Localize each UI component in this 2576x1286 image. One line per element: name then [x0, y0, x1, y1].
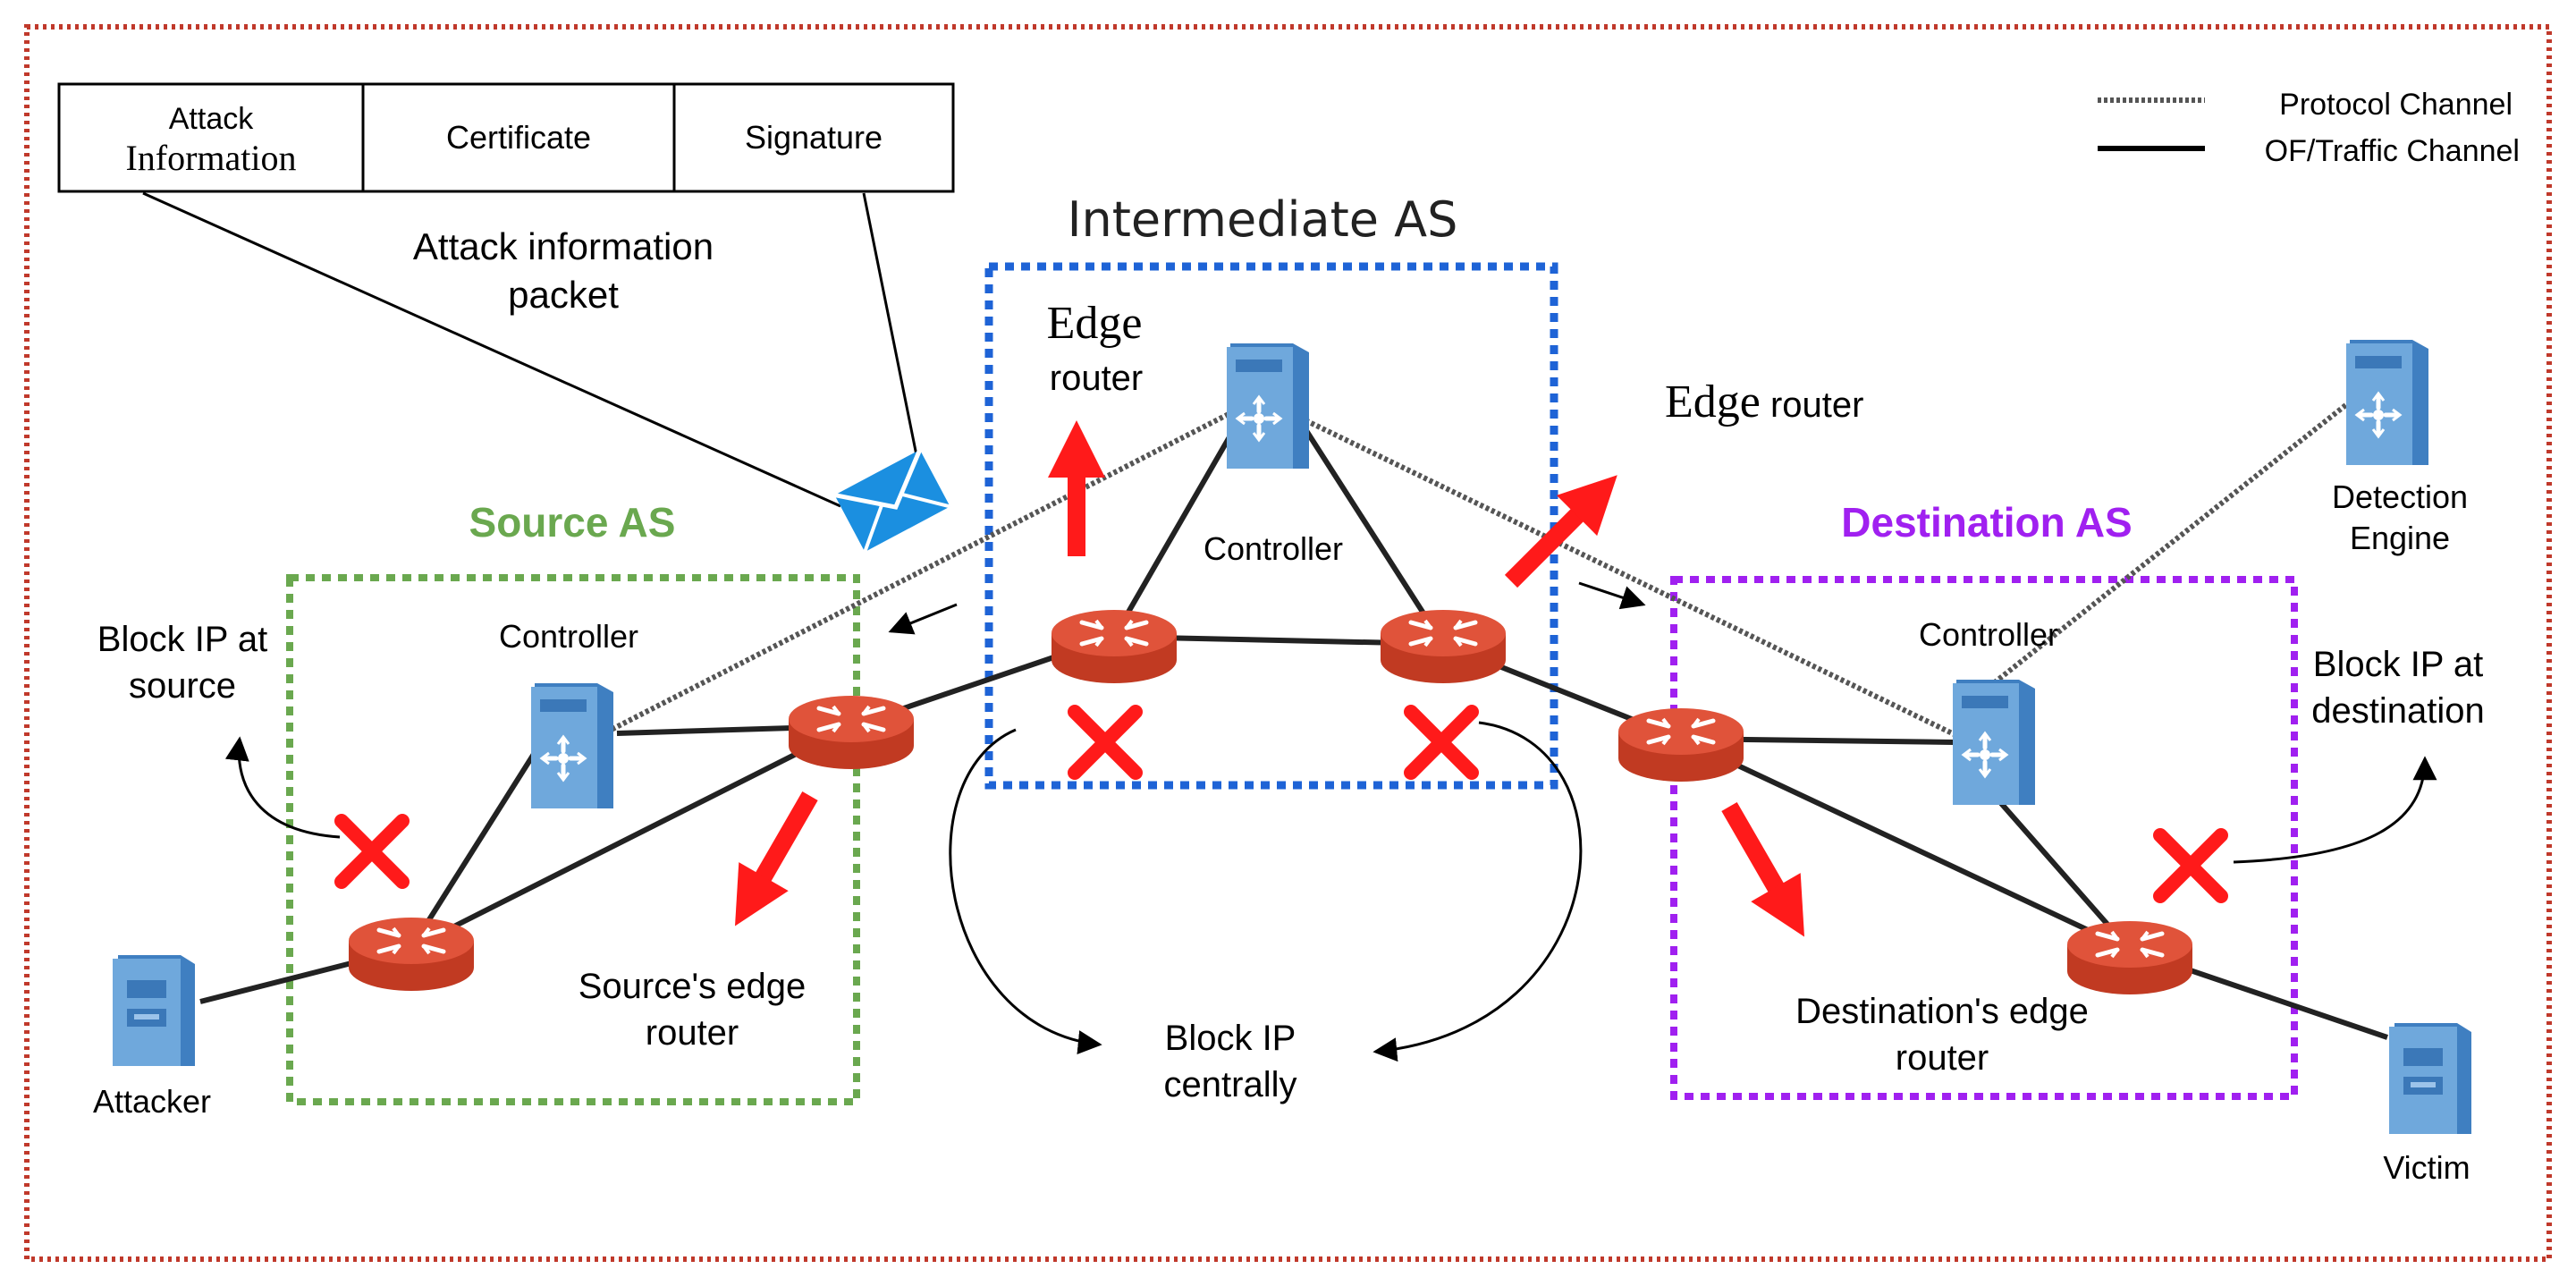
block-cross-intermediate-left — [1075, 712, 1136, 773]
destination-controller-icon — [1953, 680, 2035, 805]
packet-field-certificate: Certificate — [446, 119, 591, 156]
edge-router-right-b: router — [1761, 385, 1864, 425]
destination-inner-router-icon — [2067, 921, 2192, 994]
envelope-icon — [833, 448, 951, 553]
intermediate-controller-icon — [1227, 343, 1309, 469]
destination-edge-router-icon — [1618, 708, 1744, 782]
edge-router-right-a: Edge — [1665, 376, 1761, 427]
packet-pointer-line-right — [862, 192, 923, 478]
destination-as-box — [1670, 576, 2298, 1100]
source-as-title: Source AS — [469, 499, 676, 546]
victim-label: Victim — [2383, 1149, 2470, 1186]
source-edge-line1: Source's edge — [579, 967, 806, 1006]
controller-destination-label: Controller — [1919, 616, 2058, 653]
edge-router-right-label: Edge router — [1665, 376, 1863, 427]
source-edge-line2: router — [646, 1013, 739, 1053]
legend: Protocol Channel OF/Traffic Channel — [2098, 88, 2520, 168]
block-cross-destination — [2160, 835, 2221, 896]
packet-field-attack: Attack — [169, 102, 254, 136]
detection-engine-line1: Detection — [2332, 478, 2468, 515]
legend-protocol-label: Protocol Channel — [2279, 88, 2513, 122]
legend-traffic-label: OF/Traffic Channel — [2265, 134, 2520, 168]
protocol-channel-links — [585, 391, 2362, 745]
source-controller-icon — [531, 683, 613, 808]
packet-label-line2: packet — [508, 274, 619, 316]
packet-pointer-line-left — [142, 191, 841, 508]
attacker-icon — [113, 955, 195, 1066]
detection-engine-icon — [2346, 340, 2428, 465]
red-arrow-up — [1048, 420, 1105, 556]
source-edge-router-icon — [789, 696, 914, 769]
destination-as-title: Destination AS — [1841, 499, 2132, 546]
edge-router-left-line1: Edge — [1047, 298, 1143, 349]
arrow-block-source — [224, 736, 341, 839]
arrow-to-destination — [1578, 581, 1646, 610]
victim-icon — [2389, 1023, 2471, 1134]
block-central-line1: Block IP — [1165, 1019, 1296, 1058]
packet-field-information: Information — [125, 138, 296, 178]
block-central-line2: centrally — [1164, 1065, 1297, 1104]
block-cross-intermediate-right — [1411, 712, 1472, 773]
red-arrow-down-right — [1721, 802, 1804, 937]
source-inner-router-icon — [349, 918, 474, 991]
detection-engine-line2: Engine — [2350, 520, 2450, 556]
red-arrow-up-right — [1504, 475, 1617, 588]
arrow-to-source — [888, 603, 958, 635]
intermediate-as-title: Intermediate AS — [1068, 191, 1458, 248]
arrow-block-central-right — [1372, 721, 1583, 1062]
edge-router-left-line2: router — [1050, 359, 1144, 398]
arrow-block-destination — [2233, 756, 2437, 864]
block-source-line1: Block IP at — [97, 620, 267, 659]
intermediate-right-router-icon — [1381, 610, 1506, 683]
attack-information-packet: Attack Information Certificate Signature — [57, 82, 955, 193]
intermediate-left-router-icon — [1052, 610, 1177, 683]
source-as-box — [286, 574, 860, 1105]
destination-edge-line2: router — [1896, 1038, 1989, 1078]
attacker-label: Attacker — [93, 1083, 211, 1120]
controller-intermediate-label: Controller — [1204, 530, 1343, 567]
outer-frame — [24, 24, 2552, 1262]
packet-field-signature: Signature — [745, 119, 883, 156]
block-source-line2: source — [129, 666, 236, 706]
controller-source-label: Controller — [499, 618, 638, 655]
arrow-block-central-left — [949, 728, 1102, 1054]
red-arrow-down-left — [735, 791, 818, 926]
block-destination-line1: Block IP at — [2313, 645, 2483, 684]
block-destination-line2: destination — [2311, 691, 2484, 731]
destination-edge-line1: Destination's edge — [1795, 992, 2089, 1031]
packet-label-line1: Attack information — [413, 225, 714, 267]
block-cross-source — [342, 821, 402, 882]
